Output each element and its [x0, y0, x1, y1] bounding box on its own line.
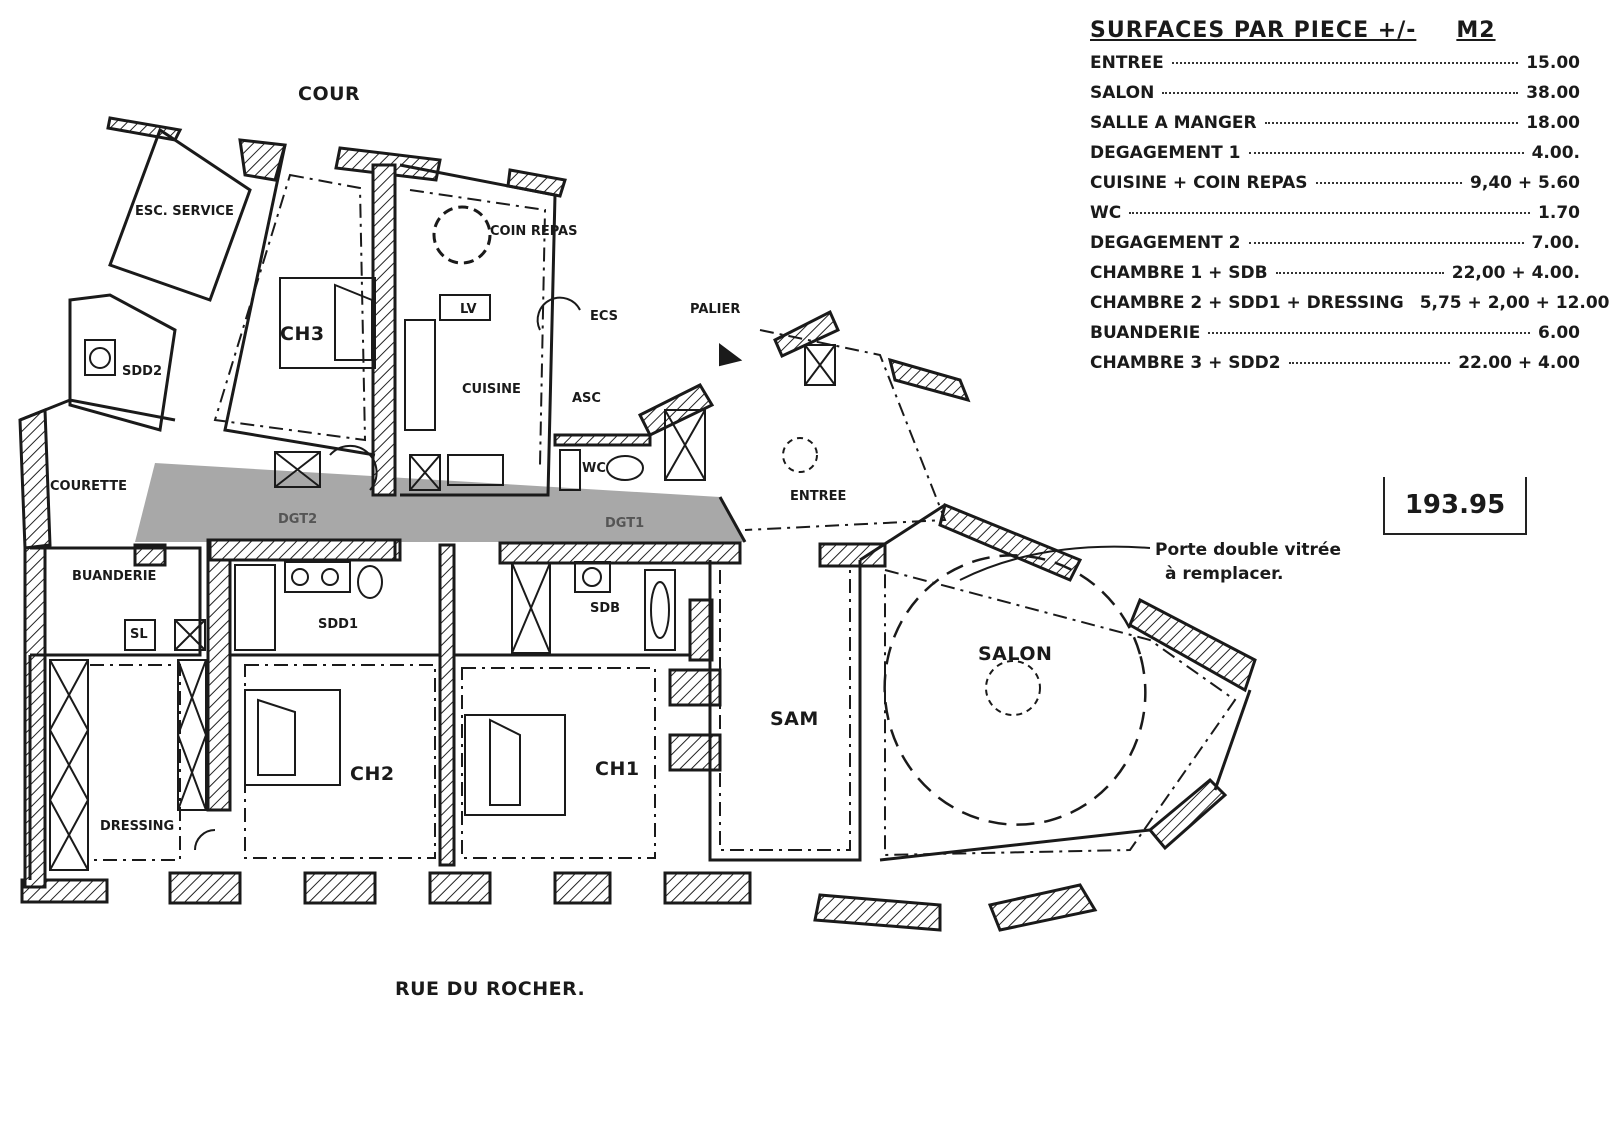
surface-row: BUANDERIE 6.00: [1090, 323, 1580, 343]
surface-dots: [1208, 332, 1531, 334]
surface-row: SALLE A MANGER 18.00: [1090, 113, 1580, 133]
surface-room-name: CHAMBRE 2 + SDD1 + DRESSING: [1090, 293, 1404, 313]
surface-room-name: ENTREE: [1090, 53, 1164, 73]
surface-dots: [1264, 122, 1519, 124]
label-sdb: SDB: [590, 601, 620, 616]
surface-row: DEGAGEMENT 1 4.00.: [1090, 143, 1580, 163]
surface-row: WC 1.70: [1090, 203, 1580, 223]
surface-room-name: WC: [1090, 203, 1122, 223]
surface-room-value: 22,00 + 4.00.: [1451, 263, 1580, 283]
surface-row: CUISINE + COIN REPAS 9,40 + 5.60: [1090, 173, 1580, 193]
surfaces-heading: SURFACES PAR PIECE +/-: [1090, 18, 1417, 43]
entree-light: [782, 437, 818, 473]
surface-room-name: CUISINE + COIN REPAS: [1090, 173, 1308, 193]
label-asc: ASC: [572, 391, 601, 406]
label-sdd2: SDD2: [122, 364, 162, 379]
surface-room-value: 6.00: [1538, 323, 1580, 343]
surface-dots: [1248, 242, 1524, 244]
surface-room-name: CHAMBRE 1 + SDB: [1090, 263, 1268, 283]
surface-room-name: CHAMBRE 3 + SDD2: [1090, 353, 1281, 373]
door-note-line2: à remplacer.: [1165, 564, 1284, 584]
surface-room-value: 4.00.: [1531, 143, 1580, 163]
surface-row: SALON 38.00: [1090, 83, 1580, 103]
dashed-outlines: [90, 173, 1237, 861]
label-esc-service: ESC. SERVICE: [135, 204, 234, 219]
closets: [48, 344, 836, 871]
surface-room-name: DEGAGEMENT 2: [1090, 233, 1241, 253]
salon-oval: [883, 554, 1147, 826]
surface-room-name: SALON: [1090, 83, 1155, 103]
note-leader-line: [959, 545, 1151, 581]
room-outlines: [19, 127, 1252, 880]
label-ch1: CH1: [595, 758, 640, 780]
surface-row: CHAMBRE 2 + SDD1 + DRESSING 5,75 + 2,00 +…: [1090, 293, 1610, 313]
label-buanderie: BUANDERIE: [72, 569, 156, 584]
surface-room-value: 22.00 + 4.00: [1458, 353, 1580, 373]
surfaces-title: SURFACES PAR PIECE +/- M2: [1090, 18, 1580, 43]
surface-room-name: BUANDERIE: [1090, 323, 1201, 343]
label-dgt2: DGT2: [278, 512, 317, 527]
label-wc: WC: [582, 461, 606, 476]
label-cour: COUR: [298, 83, 360, 105]
surface-row: DEGAGEMENT 2 7.00.: [1090, 233, 1580, 253]
label-ch3: CH3: [280, 323, 325, 345]
label-dgt1: DGT1: [605, 516, 644, 531]
surface-room-value: 5,75 + 2,00 + 12.00: [1419, 293, 1610, 313]
surface-room-name: SALLE A MANGER: [1090, 113, 1257, 133]
surface-room-value: 15.00: [1526, 53, 1580, 73]
label-entree: ENTREE: [790, 489, 846, 504]
label-sdd1: SDD1: [318, 617, 358, 632]
corridor-shading: [135, 463, 745, 542]
surface-dots: [1129, 212, 1531, 214]
label-salon: SALON: [978, 643, 1052, 665]
label-cuisine: CUISINE: [462, 382, 521, 397]
label-palier: PALIER: [690, 302, 740, 317]
label-sl: SL: [130, 627, 148, 642]
label-coin-repas: COIN REPAS: [490, 224, 577, 239]
label-dressing: DRESSING: [100, 819, 174, 834]
surfaces-unit: M2: [1456, 18, 1496, 43]
surface-dots: [1275, 272, 1444, 274]
label-ch2: CH2: [350, 763, 395, 785]
surface-row: ENTREE 15.00: [1090, 53, 1580, 73]
door-note-line1: Porte double vitrée: [1155, 540, 1341, 560]
label-street: RUE DU ROCHER.: [395, 978, 585, 1000]
table-coin-repas: [432, 205, 492, 265]
door-note: Porte double vitrée à remplacer.: [1155, 538, 1341, 586]
label-lv: LV: [460, 302, 477, 317]
surface-row: CHAMBRE 1 + SDB 22,00 + 4.00.: [1090, 263, 1580, 283]
room-labels: COUR RUE DU ROCHER. PALIER ESC. SERVICE …: [50, 83, 1052, 1000]
surfaces-total: 193.95: [1383, 477, 1527, 535]
surface-room-value: 1.70: [1538, 203, 1580, 223]
label-courette: COURETTE: [50, 479, 127, 494]
surface-room-value: 7.00.: [1531, 233, 1580, 253]
beds: [244, 277, 566, 816]
salon-light: [985, 660, 1041, 716]
surface-dots: [1248, 152, 1524, 154]
surface-room-value: 38.00: [1526, 83, 1580, 103]
surface-room-value: 18.00: [1526, 113, 1580, 133]
surface-dots: [1315, 182, 1463, 184]
surface-room-value: 9,40 + 5.60: [1470, 173, 1580, 193]
surface-dots: [1288, 362, 1451, 364]
surface-dots: [1171, 62, 1519, 64]
walls: [18, 116, 1257, 932]
label-ecs: ECS: [590, 309, 618, 324]
fixtures: [84, 294, 743, 851]
label-sam: SAM: [770, 708, 819, 730]
surface-row: CHAMBRE 3 + SDD2 22.00 + 4.00: [1090, 353, 1580, 373]
surface-room-name: DEGAGEMENT 1: [1090, 143, 1241, 163]
surface-dots: [1162, 92, 1519, 94]
